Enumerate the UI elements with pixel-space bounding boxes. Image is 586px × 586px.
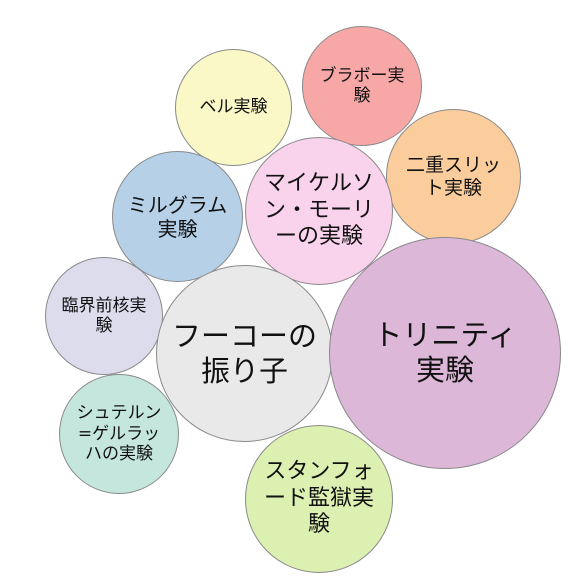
bubble-label: 臨界前核実 験 — [61, 295, 147, 336]
bubble-bravo-experiment: ブラボー実 験 — [302, 26, 422, 146]
bubble-subcritical-nuclear-test: 臨界前核実 験 — [45, 257, 163, 375]
bubble-stern-gerlach-experiment: シュテルン =ゲルラッ ハの実験 — [59, 374, 179, 494]
bubble-trinity-experiment: トリニティ 実験 — [329, 237, 561, 469]
bubble-label: スタンフォ ード監獄実 験 — [263, 459, 374, 538]
bubble-label: ベル実験 — [199, 97, 268, 118]
bubble-label: 二重スリッ ト実験 — [405, 153, 501, 199]
bubble-label: ブラボー実 験 — [319, 65, 405, 106]
bubble-label: トリニティ 実験 — [373, 318, 517, 387]
bubble-label: マイケルソ ン・モーリ ーの実験 — [263, 171, 374, 250]
bubble-double-slit-experiment: 二重スリッ ト実験 — [386, 109, 521, 244]
bubble-label: フーコーの 振り子 — [171, 318, 317, 388]
bubble-label: ミルグラム 実験 — [127, 192, 228, 241]
bubble-bell-experiment: ベル実験 — [175, 49, 292, 166]
bubble-milgram-experiment: ミルグラム 実験 — [112, 151, 243, 282]
bubble-label: シュテルン =ゲルラッ ハの実験 — [76, 403, 162, 465]
bubble-stanford-prison-experiment: スタンフォ ード監獄実 験 — [245, 425, 393, 573]
bubble-foucault-pendulum: フーコーの 振り子 — [156, 265, 333, 442]
bubble-michelson-morley-experiment: マイケルソ ン・モーリ ーの実験 — [245, 137, 393, 285]
